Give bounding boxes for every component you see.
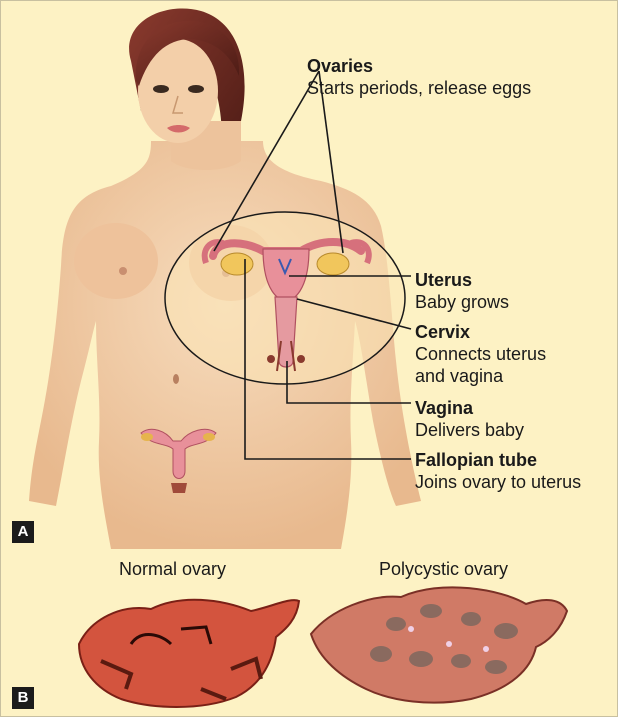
breast-left	[74, 223, 158, 299]
panel-b: Normal ovary Polycystic ovary	[1, 549, 618, 718]
cervix-desc: Connects uterus and vagina	[415, 343, 546, 387]
left-eye	[153, 85, 169, 93]
cervix-title: Cervix	[415, 321, 546, 343]
label-fallopian-tube: Fallopian tube Joins ovary to uterus	[415, 449, 581, 493]
normal-ovary-illustration	[79, 600, 299, 707]
fallopian-tube-desc: Joins ovary to uterus	[415, 471, 581, 493]
label-vagina: Vagina Delivers baby	[415, 397, 524, 441]
panel-a: Ovaries Starts periods, release eggs Ute…	[1, 1, 618, 549]
panel-a-badge: A	[12, 521, 34, 543]
polycystic-ovary-illustration	[311, 587, 567, 702]
label-cervix: Cervix Connects uterus and vagina	[415, 321, 546, 387]
vagina-title: Vagina	[415, 397, 524, 419]
fallopian-tube-title: Fallopian tube	[415, 449, 581, 471]
uterus-desc: Baby grows	[415, 291, 509, 313]
navel	[173, 374, 179, 384]
ovaries-desc: Starts periods, release eggs	[307, 77, 531, 99]
vagina-desc: Delivers baby	[415, 419, 524, 441]
panel-b-badge: B	[12, 687, 34, 709]
ovaries-title: Ovaries	[307, 55, 531, 77]
uterus-title: Uterus	[415, 269, 509, 291]
right-eye	[188, 85, 204, 93]
label-uterus: Uterus Baby grows	[415, 269, 509, 313]
label-ovaries: Ovaries Starts periods, release eggs	[307, 55, 531, 99]
